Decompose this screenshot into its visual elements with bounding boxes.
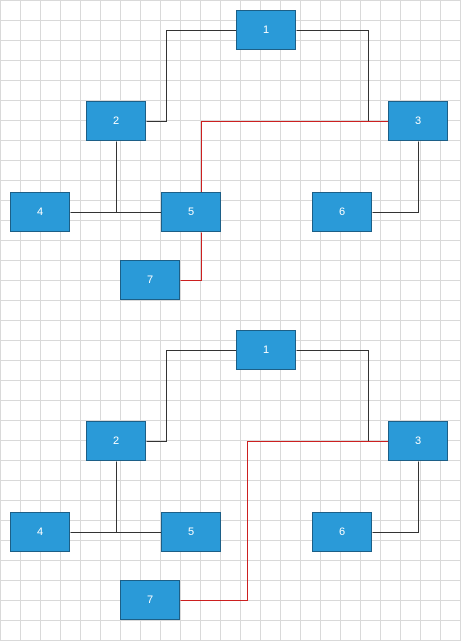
node-2[interactable]: 2 [86, 421, 146, 461]
node-7[interactable]: 7 [120, 580, 180, 620]
diagram-bottom: 1 2 3 4 5 6 7 [0, 320, 461, 640]
node-label: 2 [112, 435, 120, 447]
node-6[interactable]: 6 [312, 192, 372, 232]
node-7[interactable]: 7 [120, 260, 180, 300]
node-label: 3 [414, 115, 422, 127]
node-label: 3 [414, 435, 422, 447]
node-3[interactable]: 3 [388, 101, 448, 141]
node-1[interactable]: 1 [236, 330, 296, 370]
node-5[interactable]: 5 [161, 192, 221, 232]
node-label: 6 [338, 206, 346, 218]
node-4[interactable]: 4 [10, 192, 70, 232]
node-label: 6 [338, 526, 346, 538]
node-label: 4 [36, 206, 44, 218]
node-label: 5 [187, 526, 195, 538]
node-label: 7 [146, 274, 154, 286]
node-label: 2 [112, 115, 120, 127]
diagram-top: 1 2 3 4 5 6 7 [0, 0, 461, 320]
node-6[interactable]: 6 [312, 512, 372, 552]
node-5[interactable]: 5 [161, 512, 221, 552]
node-label: 1 [262, 24, 270, 36]
node-label: 7 [146, 594, 154, 606]
node-label: 1 [262, 344, 270, 356]
node-label: 4 [36, 526, 44, 538]
node-4[interactable]: 4 [10, 512, 70, 552]
node-1[interactable]: 1 [236, 10, 296, 50]
node-3[interactable]: 3 [388, 421, 448, 461]
node-label: 5 [187, 206, 195, 218]
node-2[interactable]: 2 [86, 101, 146, 141]
